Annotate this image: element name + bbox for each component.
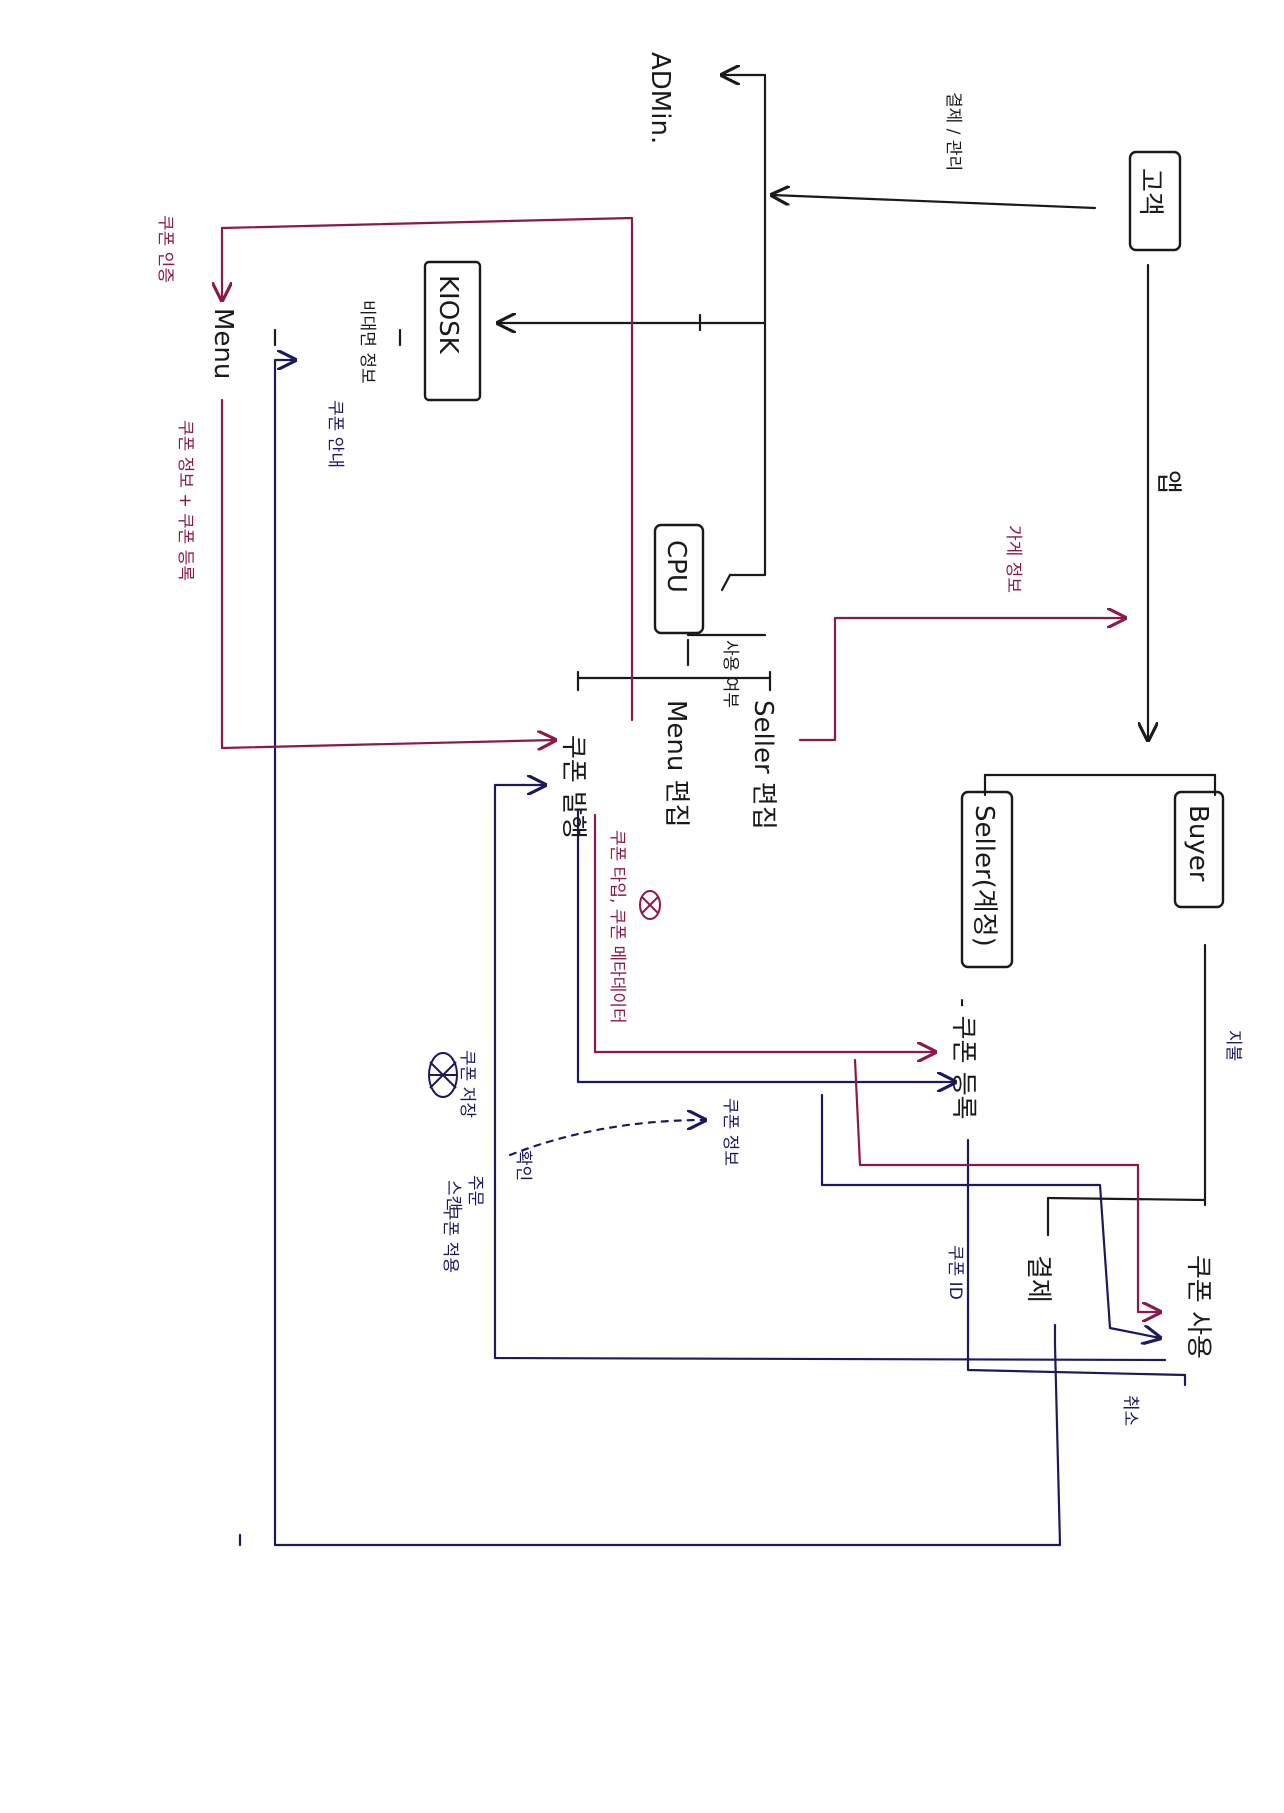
cancel-label: 취소 <box>1120 1395 1140 1426</box>
admin-label: ADMin. <box>645 52 675 144</box>
order-info-label: 비대면 정보 <box>357 300 377 384</box>
buyer-box <box>1173 790 1225 909</box>
coupon-info-confirm-label: 쿠폰 정보 + 쿠폰 등록 <box>175 420 195 581</box>
coupon-id-label: 쿠폰 ID <box>945 1245 965 1300</box>
red-scribble-strokes <box>641 896 659 914</box>
kiosk-box <box>423 260 482 402</box>
seller-account-label: Seller(계정) <box>969 805 999 947</box>
scribbles <box>428 890 661 1098</box>
navy-connectors <box>238 360 1187 1547</box>
coupon-apply-label: 쿠폰 적용 <box>440 1205 460 1273</box>
menu-edit-label: Menu 편집 <box>661 700 691 828</box>
cpu-box <box>653 523 705 635</box>
seller-edit-label: Seller 편집 <box>748 700 778 830</box>
coupon-use-info-label: 쿠폰 정보 <box>720 1098 740 1166</box>
admin-spine <box>728 73 767 577</box>
node-boxes <box>423 150 1225 969</box>
coupon-type-meta-label: 쿠폰 타입, 쿠폰 메타데이터 <box>607 830 627 1024</box>
scribble-crossed <box>428 1052 458 1098</box>
user-label: 고객 <box>1135 168 1165 216</box>
edge-labels: 결제 / 관리 비대면 정보 쿠폰 안내 쿠폰 정보 + 쿠폰 등록 쿠폰 인증… <box>155 92 1243 1426</box>
menu-label: Menu <box>208 308 238 379</box>
store-account-label: 지불 <box>1223 1030 1243 1061</box>
arrow-issue-to-register <box>576 808 955 1082</box>
seller-verification-line <box>966 1138 1187 1377</box>
arrow-menu-edit-to-menu <box>222 216 634 722</box>
coupon-auth-label: 쿠폰 인증 <box>155 215 175 283</box>
coupon-save-label: 쿠폰 저장 <box>457 1050 477 1118</box>
red-connectors <box>220 216 1160 1312</box>
seller-account-box <box>960 790 1014 969</box>
coupon-register-label: - 쿠폰 등록 <box>948 998 978 1120</box>
compute-manage-label: 결제 / 관리 <box>943 92 963 171</box>
kiosk-label: KIOSK <box>433 275 463 355</box>
app-label: 앱 <box>1153 470 1183 494</box>
cpu-label: CPU <box>661 540 691 593</box>
order-handle-label: 주문 <box>465 1175 485 1206</box>
arrow-seller-to-app <box>798 618 1125 742</box>
settle-label: 결제 <box>1023 1255 1053 1303</box>
black-connectors <box>273 73 1217 1237</box>
arrow-back-to-issue <box>493 785 1167 1362</box>
arrow-user-to-spine <box>772 195 1097 210</box>
scribble-strokes <box>429 1061 457 1089</box>
arrow-settle-to-menu <box>273 360 1062 1547</box>
arrow-register-to-use-red <box>853 1058 1160 1312</box>
coupon-issue-label: 쿠폰 발행 <box>558 735 588 839</box>
scan-label: 스캔 <box>443 1180 463 1211</box>
arrow-issue-to-register-red <box>593 813 935 1052</box>
qr-confirm-label: 확인 <box>513 1150 533 1181</box>
coupon-use-label: 쿠폰 사용 <box>1183 1255 1213 1359</box>
cpu-check-label: 사용 여부 <box>720 640 740 708</box>
coupon-notice-label: 쿠폰 안내 <box>325 400 345 468</box>
shop-cover-label: 가게 정보 <box>1003 525 1023 593</box>
user-box <box>1128 150 1182 252</box>
arrow-menu-to-issue <box>220 398 555 748</box>
node-labels: ADMin. 고객 KIOSK CPU Menu Seller 편집 Menu … <box>208 52 1213 1359</box>
buyer-to-use <box>1046 1196 1207 1202</box>
arrow-scan-dotted <box>508 1120 705 1157</box>
spine-hook <box>720 573 732 592</box>
buyer-label: Buyer <box>1183 805 1213 882</box>
red-scribble <box>639 890 661 920</box>
arrow-register-to-use <box>820 1093 1160 1338</box>
